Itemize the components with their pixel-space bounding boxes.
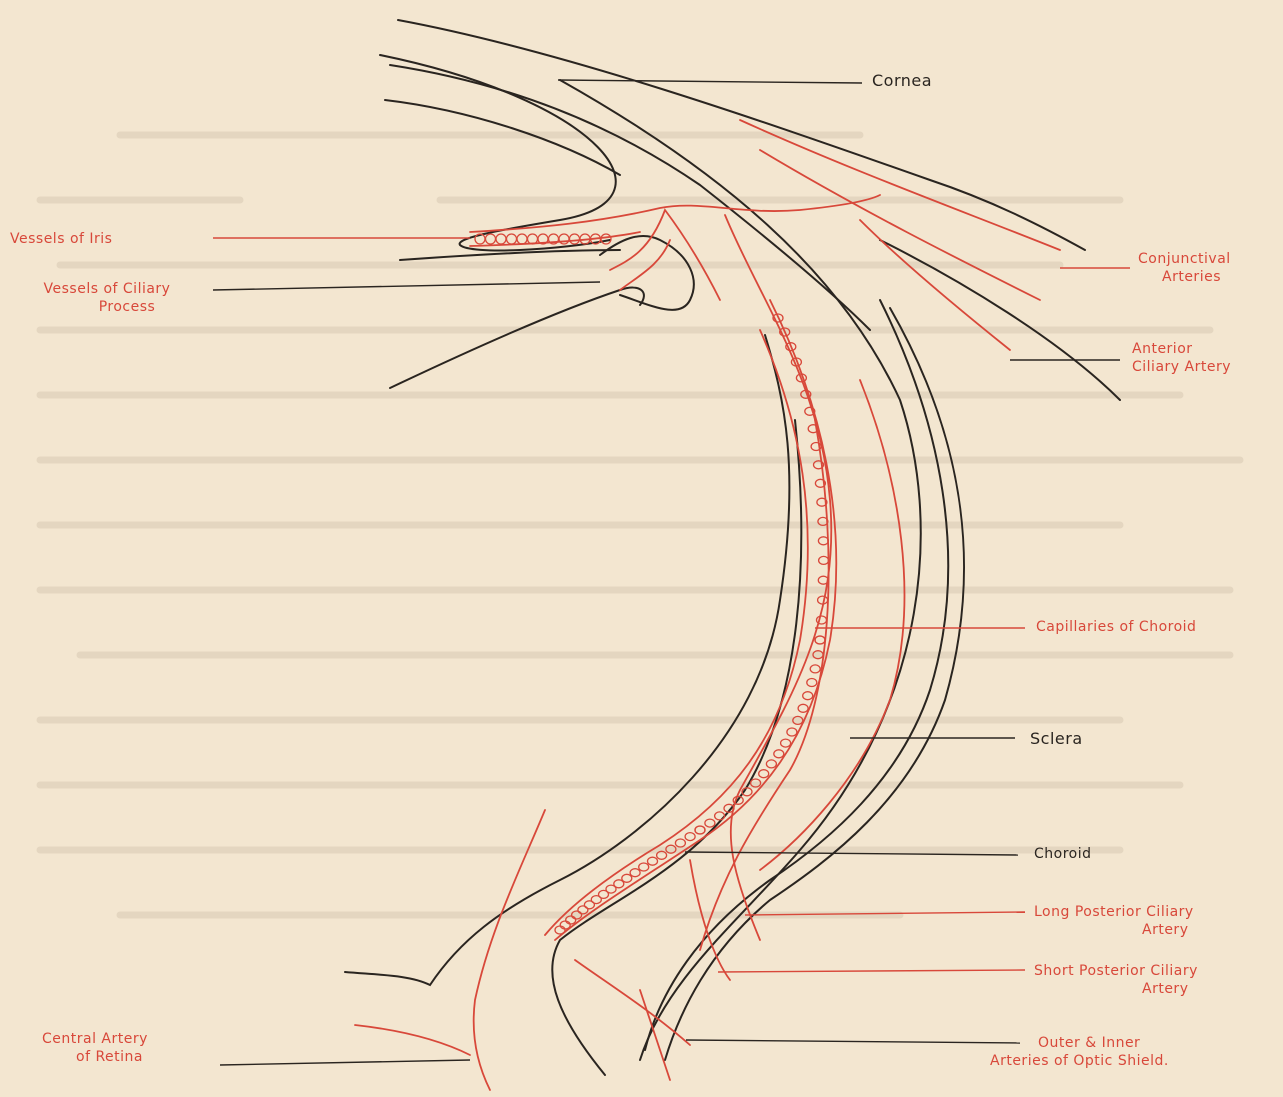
iris-capillary-loop: [570, 234, 580, 244]
ciliary-process-vessel: [610, 210, 720, 300]
label-long-posterior-ciliary-artery: Long Posterior Ciliary Artery: [1034, 903, 1194, 939]
label-central-artery-line1: Central Artery: [42, 1030, 148, 1048]
iris-capillary-loop: [486, 234, 496, 244]
capillary-loop: [715, 812, 725, 820]
capillary-loop: [819, 556, 829, 564]
capillary-loop: [766, 760, 776, 768]
label-sclera: Sclera: [1030, 730, 1083, 748]
label-vessels-of-ciliary-process: Vessels of Ciliary Process: [14, 280, 200, 316]
label-vessels-of-iris: Vessels of Iris: [10, 230, 112, 248]
capillary-loop: [675, 839, 685, 847]
capillary-loop: [584, 901, 594, 909]
iris-capillary-loop: [528, 234, 538, 244]
capillary-loop: [781, 739, 791, 747]
capillary-loop: [818, 537, 828, 545]
capillary-loop: [705, 819, 715, 827]
label-short-posterior-line1: Short Posterior Ciliary: [1034, 962, 1198, 980]
capillary-loop: [817, 616, 827, 624]
ciliary-body-outline: [600, 236, 694, 310]
capillary-loop: [560, 921, 570, 929]
label-outer-inner-line2: Arteries of Optic Shield.: [990, 1052, 1169, 1070]
label-anterior-ciliary-artery: Anterior Ciliary Artery: [1132, 340, 1231, 376]
label-vessels-ciliary-line2: Process: [14, 298, 200, 316]
capillary-loop: [803, 692, 813, 700]
label-short-posterior-line2: Artery: [1034, 980, 1198, 998]
sclera-red-line: [700, 420, 829, 950]
capillary-loop: [648, 857, 658, 865]
label-outer-inner-arteries-optic-shield: Outer & Inner Arteries of Optic Shield.: [990, 1034, 1169, 1070]
iris-anterior-outline: [380, 55, 616, 250]
capillary-loop: [695, 826, 705, 834]
label-anterior-ciliary-line1: Anterior: [1132, 340, 1231, 358]
leader-short-posterior: [718, 970, 1025, 972]
capillary-loop: [685, 833, 695, 841]
label-cornea: Cornea: [872, 72, 932, 90]
label-short-posterior-ciliary-artery: Short Posterior Ciliary Artery: [1034, 962, 1198, 998]
leader-vessels-ciliary: [213, 282, 600, 290]
label-central-artery-line2: of Retina: [42, 1048, 148, 1066]
bleed-through-text: [40, 135, 1240, 915]
iris-capillary-loop: [559, 234, 569, 244]
label-capillaries-of-choroid: Capillaries of Choroid: [1036, 618, 1196, 636]
iris-capillary-loop: [601, 234, 611, 244]
lens-outline: [390, 288, 644, 388]
label-long-posterior-line2: Artery: [1034, 921, 1194, 939]
capillary-loop: [787, 728, 797, 736]
capillary-loop: [807, 679, 817, 687]
leader-outer-inner: [686, 1040, 1020, 1043]
iris-posterior-outline: [400, 250, 620, 260]
label-conjunctival-line2: Arteries: [1138, 268, 1231, 286]
conjunctival-artery-1: [740, 120, 1060, 250]
capillary-loop: [555, 926, 565, 934]
label-choroid: Choroid: [1034, 845, 1092, 863]
optic-shield-artery-2: [640, 990, 670, 1080]
capillary-loop: [774, 750, 784, 758]
optic-shield-artery-1: [575, 960, 690, 1045]
choroid-red-inner: [545, 330, 808, 935]
sclera-mid-outline: [645, 300, 948, 1050]
leader-cornea: [558, 80, 862, 83]
label-anterior-ciliary-line2: Ciliary Artery: [1132, 358, 1231, 376]
leader-central-artery: [220, 1060, 470, 1065]
capillary-loop: [810, 665, 820, 673]
label-central-artery-of-retina: Central Artery of Retina: [42, 1030, 148, 1066]
capillary-loop: [815, 636, 825, 644]
iris-capillary-loop: [507, 234, 517, 244]
label-conjunctival-line1: Conjunctival: [1138, 250, 1231, 268]
iris-capillary-loop: [496, 234, 506, 244]
iris-capillary-loop: [517, 234, 527, 244]
label-vessels-ciliary-line1: Vessels of Ciliary: [14, 280, 200, 298]
capillary-loop: [798, 704, 808, 712]
capillary-loop: [630, 869, 640, 877]
label-conjunctival-arteries: Conjunctival Arteries: [1138, 250, 1231, 286]
label-long-posterior-line1: Long Posterior Ciliary: [1034, 903, 1194, 921]
capillary-loop: [759, 770, 769, 778]
capillary-loop: [639, 863, 649, 871]
central-artery-branch: [355, 1025, 470, 1055]
label-outer-inner-line1: Outer & Inner: [990, 1034, 1169, 1052]
